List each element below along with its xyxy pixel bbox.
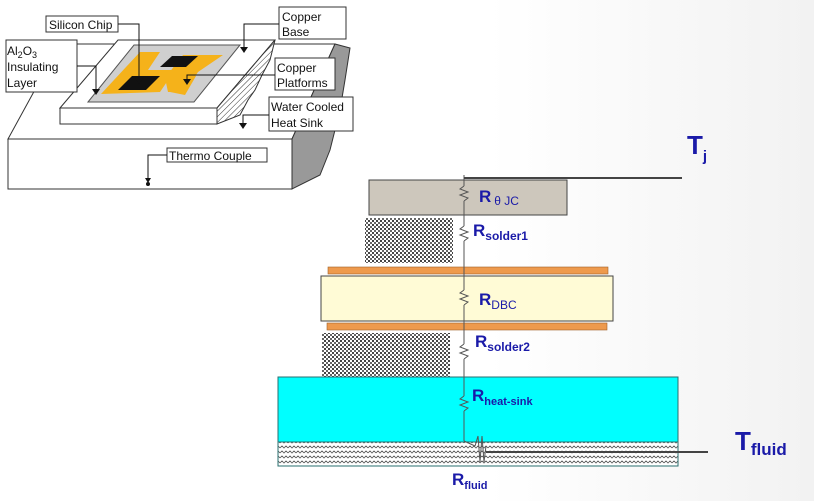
resistor-solder1	[458, 225, 470, 242]
resistor-dbc	[458, 289, 470, 306]
resistor-fluid	[474, 435, 487, 463]
copper-pad-left	[101, 52, 175, 94]
solder2-layer	[322, 333, 450, 377]
dbc-copper-top	[327, 266, 609, 275]
resistor-heat-sink	[458, 395, 470, 412]
resistor-solder2	[458, 343, 470, 360]
svg-text:Thermo Couple: Thermo Couple	[169, 149, 252, 163]
svg-text:Copper: Copper	[277, 61, 316, 75]
svg-text:Insulating: Insulating	[7, 60, 58, 74]
svg-text:Platforms: Platforms	[277, 76, 328, 90]
label-insulating-layer: Al2O3 Insulating Layer	[5, 39, 100, 95]
label-copper-base: Copper Base	[240, 6, 347, 53]
label-copper-platforms: Copper Platforms	[183, 57, 336, 91]
label-tfluid: Tfluid	[735, 426, 787, 459]
label-r-solder1: Rsolder1	[473, 221, 528, 243]
module-schematic: Silicon Chip Copper Base Al2O3 Insulatin…	[5, 6, 354, 190]
label-tj: Tj	[687, 130, 707, 165]
silicon-chip-2	[160, 56, 198, 67]
heat-sink-layer	[277, 376, 679, 443]
label-thermo-couple: Thermo Couple	[145, 147, 268, 186]
label-r-dbc: RDBC	[479, 290, 517, 312]
thermal-stack	[277, 175, 708, 467]
solder1-layer	[365, 218, 453, 263]
svg-text:Base: Base	[282, 25, 310, 39]
resistor-network	[458, 175, 708, 463]
svg-text:Heat Sink: Heat Sink	[271, 116, 324, 130]
svg-text:Al2O3: Al2O3	[7, 44, 37, 60]
svg-text:Water Cooled: Water Cooled	[271, 100, 344, 114]
fluid-layer	[277, 441, 679, 467]
resistor-theta-jc	[458, 185, 470, 202]
label-r-solder2: Rsolder2	[475, 332, 530, 354]
label-heat-sink: Water Cooled Heat Sink	[239, 96, 354, 132]
svg-text:Silicon Chip: Silicon Chip	[49, 18, 113, 32]
svg-text:Layer: Layer	[7, 76, 37, 90]
chip-case-layer	[368, 179, 568, 216]
label-r-heat-sink: Rheat-sink	[472, 386, 533, 408]
svg-text:Copper: Copper	[282, 10, 321, 24]
dbc-copper-bottom	[326, 322, 608, 331]
label-r-fluid: Rfluid	[452, 470, 488, 492]
label-silicon-chip: Silicon Chip	[45, 15, 143, 84]
dbc-layer	[320, 275, 614, 322]
